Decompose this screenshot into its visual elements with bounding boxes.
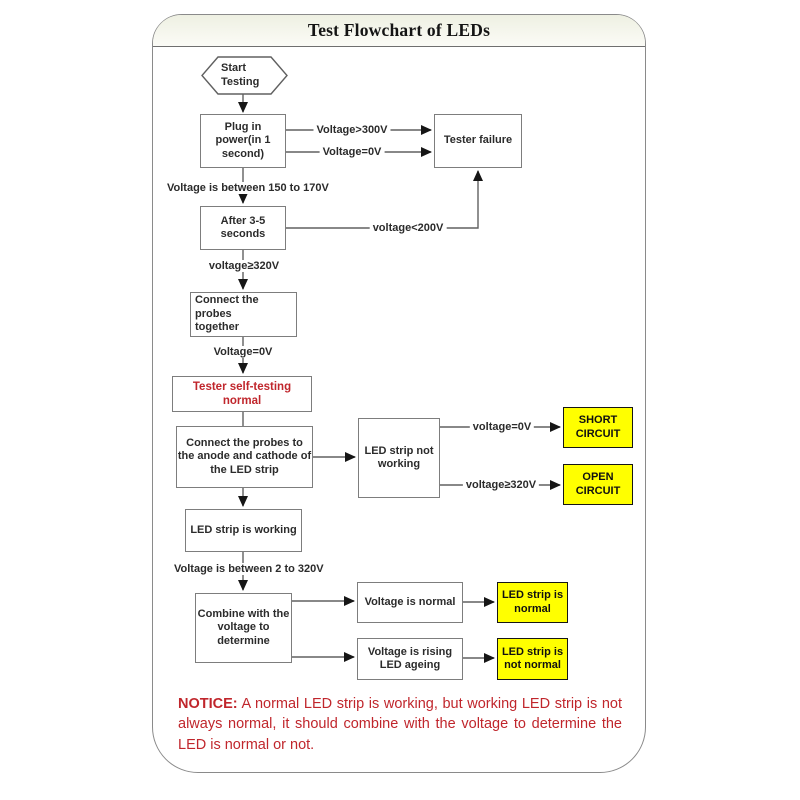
node-tester-failure: Tester failure xyxy=(434,114,522,168)
edge-label-voltage-lt-200v: voltage<200V xyxy=(369,222,447,234)
edge-label-between-2-320v: Voltage is between 2 to 320V xyxy=(171,563,327,575)
edge-label-between-150-170v: Voltage is between 150 to 170V xyxy=(164,182,332,194)
node-led-strip-not-working: LED strip not working xyxy=(358,418,440,498)
notice-prefix: NOTICE: xyxy=(178,696,238,712)
node-connect-probes-together: Connect the probes together xyxy=(190,292,297,337)
page-title: Test Flowchart of LEDs xyxy=(307,20,491,40)
node-start-testing: Start Testing xyxy=(221,61,260,88)
node-plug-in-power: Plug in power(in 1 second) xyxy=(200,114,286,168)
node-voltage-rising-led-ageing: Voltage is rising LED ageing xyxy=(357,638,463,680)
node-led-strip-not-normal: LED strip is not normal xyxy=(497,638,568,680)
node-combine-voltage: Combine with the voltage to determine xyxy=(195,593,292,663)
notice-text: NOTICE: A normal LED strip is working, b… xyxy=(178,694,622,755)
edge-label-voltage-ge-320v-right: voltage≥320V xyxy=(462,479,540,491)
node-after-3-5-seconds: After 3-5 seconds xyxy=(200,206,286,250)
edge-label-voltage-eq-0v-mid: Voltage=0V xyxy=(210,346,276,358)
node-tester-self-testing-normal: Tester self-testing normal xyxy=(172,376,312,412)
edge-label-voltage-ge-320v-main: voltage≥320V xyxy=(205,260,283,272)
start-hexagon xyxy=(201,56,288,95)
node-short-circuit: SHORT CIRCUIT xyxy=(563,407,633,448)
node-voltage-is-normal: Voltage is normal xyxy=(357,582,463,623)
edge-label-voltage-eq-0v-right: voltage=0V xyxy=(469,421,535,433)
node-open-circuit: OPEN CIRCUIT xyxy=(563,464,633,505)
node-led-strip-normal: LED strip is normal xyxy=(497,582,568,623)
node-connect-probes-anode-cathode: Connect the probes to the anode and cath… xyxy=(176,426,313,488)
node-led-strip-working: LED strip is working xyxy=(185,509,302,552)
edge-label-voltage-eq-0v-top: Voltage=0V xyxy=(319,146,385,158)
notice-body: A normal LED strip is working, but worki… xyxy=(178,696,622,753)
flowchart-header: Test Flowchart of LEDs xyxy=(153,15,645,47)
edge-label-voltage-gt-300v: Voltage>300V xyxy=(313,124,391,136)
